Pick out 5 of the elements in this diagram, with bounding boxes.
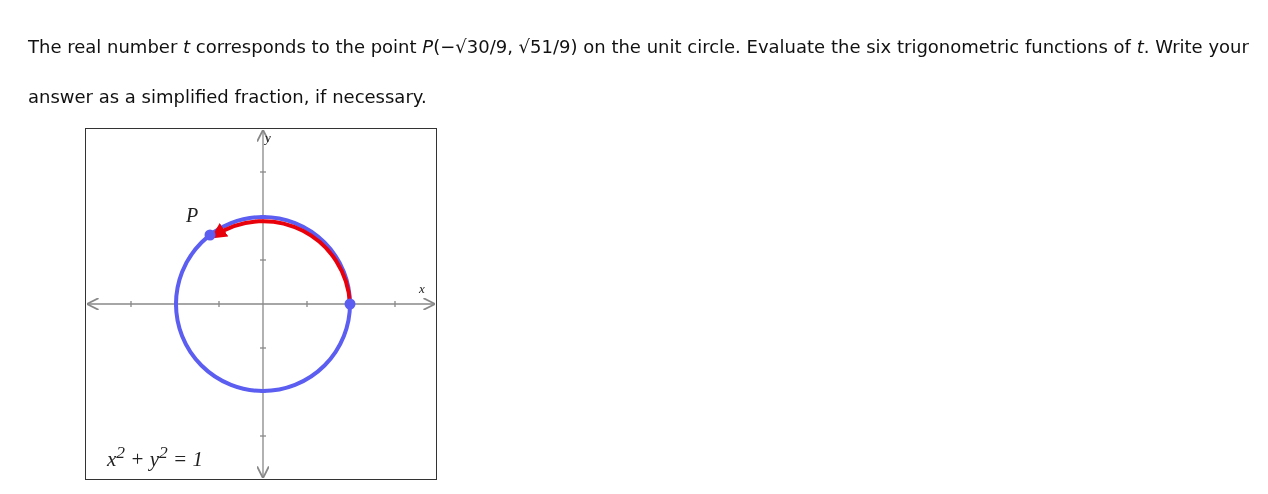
axis-label: y (265, 130, 271, 146)
axis-label: x (419, 281, 425, 297)
question-text: The real number t corresponds to the point P(−√30/9, √51/9) on the unit circle. Evaluate the six trigonometric functions of t. Write your answer as a simplified fraction, if necessary. (28, 35, 1250, 109)
equation-text: x$^{2}$ + y$^{2}$ = 1 (107, 442, 203, 472)
point-label: P (186, 204, 199, 227)
